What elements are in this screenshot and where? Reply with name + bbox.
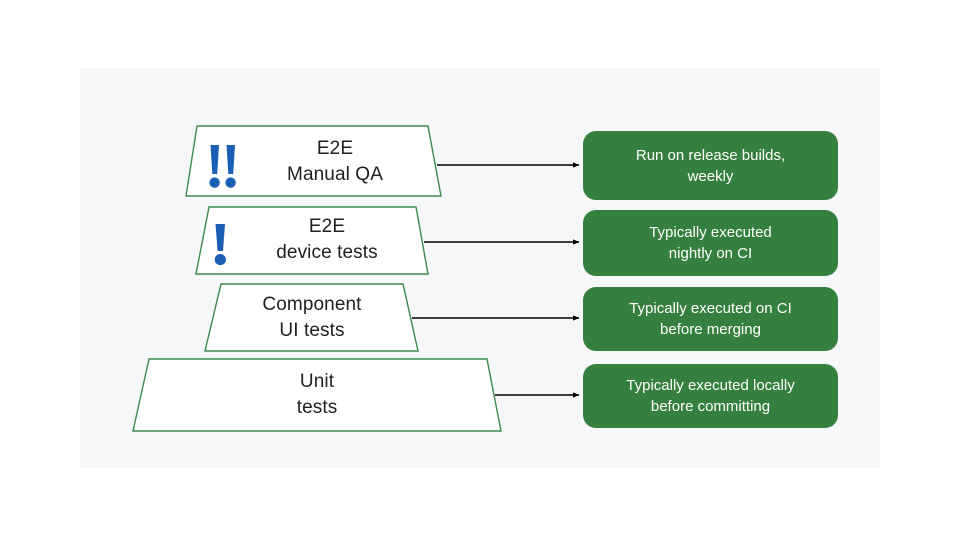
callout-release-builds[interactable]: Run on release builds, weekly [583, 131, 838, 200]
pyramid-layer-unit-tests[interactable] [132, 358, 502, 432]
pyramid-layer-component-ui-tests[interactable] [204, 283, 419, 352]
callout-locally-before-committing[interactable]: Typically executed locally before commit… [583, 364, 838, 428]
double-exclamation-icon [209, 145, 236, 188]
callout-nightly-ci[interactable]: Typically executed nightly on CI [583, 210, 838, 276]
connector-arrows [412, 162, 580, 398]
pyramid-layer-e2e-manual-qa[interactable] [185, 125, 442, 197]
callout-ci-before-merging[interactable]: Typically executed on CI before merging [583, 287, 838, 351]
pyramid-layers [132, 125, 502, 432]
single-exclamation-icon [214, 224, 226, 266]
pyramid-layer-e2e-device-tests[interactable] [195, 206, 429, 275]
